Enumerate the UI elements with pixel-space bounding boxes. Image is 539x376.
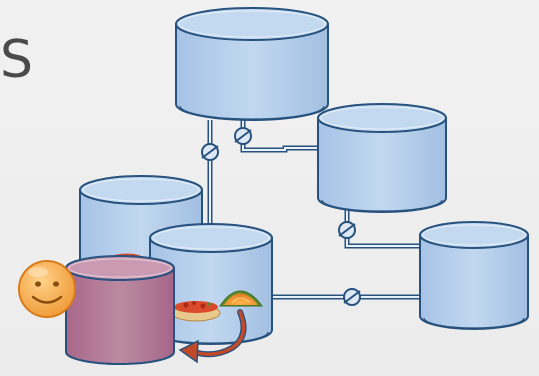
database-cylinder-right-middle xyxy=(317,103,447,213)
valve-icon-top-right xyxy=(234,127,252,145)
copy-arrow-icon xyxy=(178,309,247,364)
connector-right-middle-to-far-right xyxy=(344,204,420,249)
connector-top-to-right-middle xyxy=(240,120,318,153)
valve-icon-bottom xyxy=(343,288,361,306)
cantaloupe-slice-icon xyxy=(219,290,263,307)
database-cylinder-top xyxy=(175,7,329,121)
valve-icon-right-middle xyxy=(338,221,356,239)
valve-icon-top-left xyxy=(201,143,219,161)
tomato-bruschetta-icon xyxy=(171,301,221,322)
slide-heading-fragment: S xyxy=(0,30,35,90)
smiley-avatar-icon xyxy=(18,260,76,318)
database-cylinder-user-copy xyxy=(65,255,175,365)
database-cylinder-far-right xyxy=(419,221,529,330)
